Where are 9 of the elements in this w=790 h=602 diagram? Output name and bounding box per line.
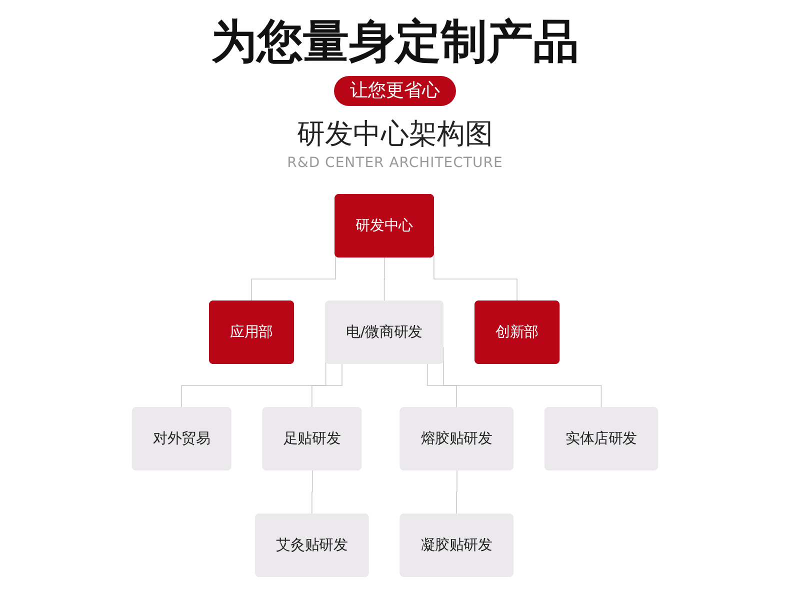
title: 为您量身定制产品: [211, 13, 579, 70]
connector: [384, 257, 386, 302]
connector: [456, 470, 458, 515]
connector: [426, 364, 458, 408]
tagline: 让您更省心: [334, 76, 456, 106]
subtitle: 研发中心架构图: [297, 116, 493, 152]
connector: [312, 364, 342, 408]
subtitle-english: R&D CENTER ARCHITECTURE: [287, 154, 503, 172]
connector: [312, 470, 313, 515]
